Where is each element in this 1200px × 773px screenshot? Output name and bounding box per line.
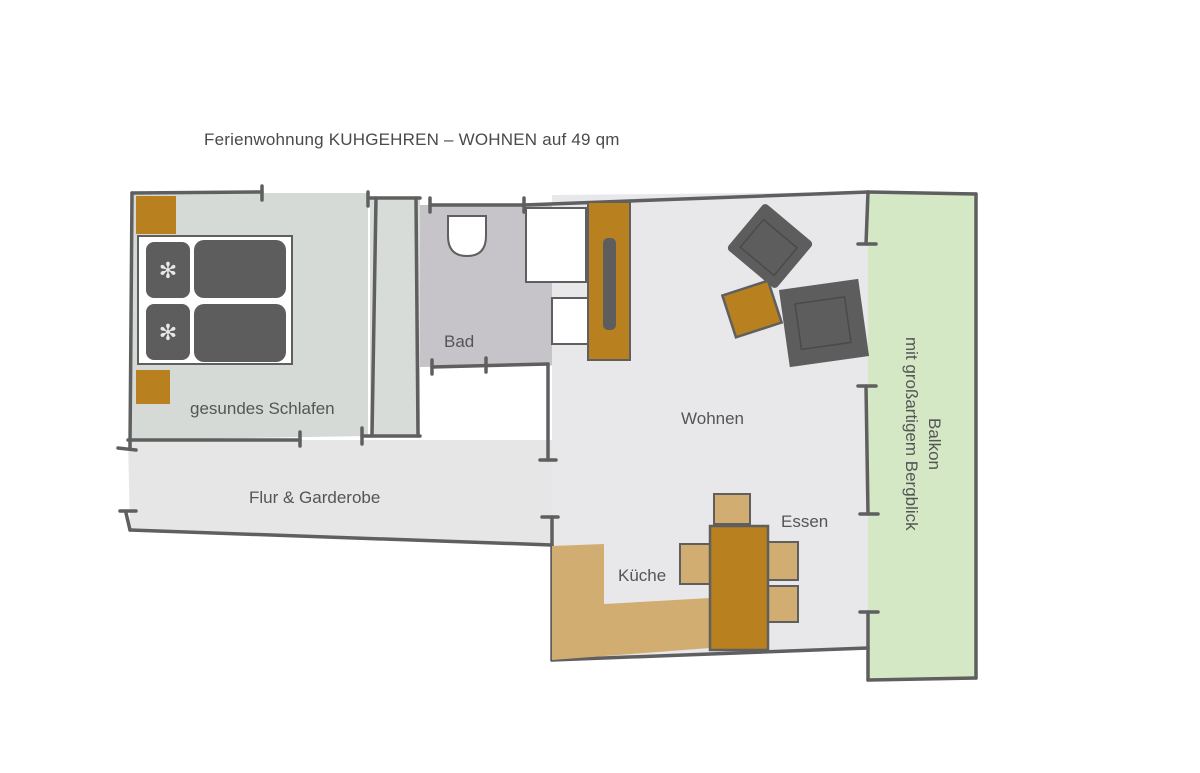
label-wohnen: Wohnen bbox=[681, 409, 744, 428]
label-balkon: Balkon bbox=[925, 418, 944, 470]
wall-balkon-bottom bbox=[866, 676, 978, 682]
dining-chair bbox=[765, 541, 799, 581]
nightstand-bottom bbox=[136, 370, 170, 404]
kitchen-counter bbox=[552, 544, 710, 660]
label-schlafen: gesundes Schlafen bbox=[190, 399, 335, 418]
nightstand-top bbox=[136, 196, 176, 234]
wall-living-right-mid bbox=[864, 384, 870, 516]
armchair-2 bbox=[778, 278, 870, 368]
dining-chair bbox=[713, 493, 751, 525]
wall-bad-bottom bbox=[430, 362, 550, 369]
side-table bbox=[720, 279, 784, 339]
wall-living-top bbox=[522, 190, 870, 207]
balkon-label-group: Balkon bbox=[925, 418, 944, 470]
wall-bedroom-left bbox=[128, 191, 134, 450]
shower-tray bbox=[525, 207, 587, 283]
wall-flur-bottom bbox=[128, 528, 554, 547]
balkon-sub-label-group: mit großartigem Bergblick bbox=[902, 337, 921, 531]
wall-living-right-upper bbox=[864, 190, 870, 246]
edelweiss-icon: ✻ bbox=[159, 321, 177, 346]
wall-bedroom-top bbox=[130, 190, 264, 195]
schrank-floor bbox=[370, 198, 420, 436]
label-flur: Flur & Garderobe bbox=[249, 488, 380, 507]
wall-flur-left bbox=[124, 511, 132, 532]
toilet-icon bbox=[447, 215, 487, 258]
flur-floor bbox=[128, 440, 555, 545]
balkon-floor bbox=[868, 192, 976, 680]
plan-title: Ferienwohnung KUHGEHREN – WOHNEN auf 49 … bbox=[204, 130, 620, 149]
dining-table bbox=[708, 524, 770, 652]
label-balkon-subtitle: mit großartigem Bergblick bbox=[902, 337, 921, 531]
tv-screen bbox=[603, 238, 616, 330]
washbasin bbox=[551, 297, 591, 345]
wall-closet-left bbox=[370, 196, 378, 438]
wall-closet-right bbox=[414, 196, 420, 438]
duvet-1 bbox=[194, 240, 286, 298]
armchair-1 bbox=[727, 204, 813, 288]
pillow-1 bbox=[146, 242, 190, 298]
label-bad: Bad bbox=[444, 332, 474, 351]
wall-living-bottom bbox=[550, 646, 870, 662]
dining-chair bbox=[765, 585, 799, 623]
door-tick bbox=[116, 446, 138, 452]
label-kueche: Küche bbox=[618, 566, 666, 585]
label-essen: Essen bbox=[781, 512, 828, 531]
dining-chair bbox=[679, 543, 713, 585]
wall-balkon-top bbox=[866, 190, 978, 196]
duvet-2 bbox=[194, 304, 286, 362]
pillow-2 bbox=[146, 304, 190, 360]
edelweiss-icon: ✻ bbox=[159, 259, 177, 284]
